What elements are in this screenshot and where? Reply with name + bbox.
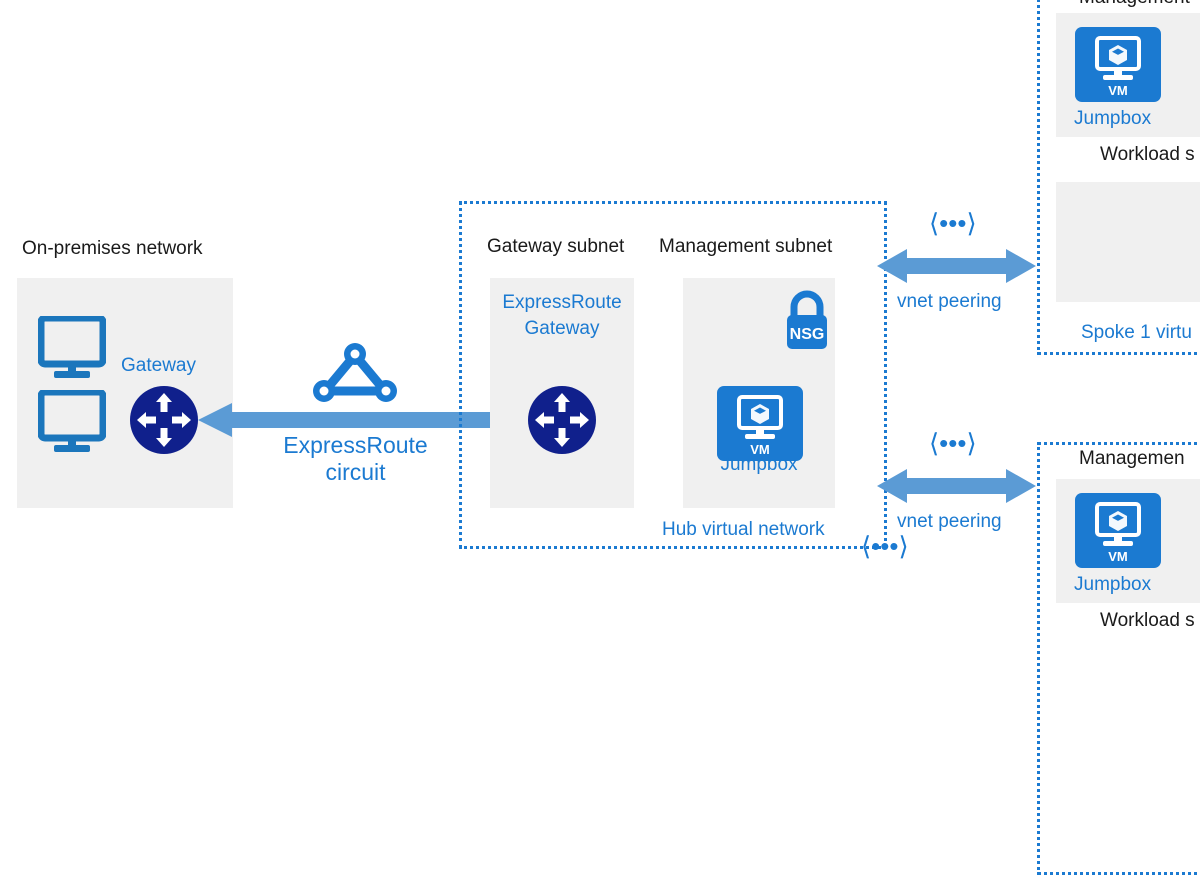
- double-arrow-icon: [877, 468, 1036, 504]
- spoke-1-workload-subnet-box: [1056, 182, 1200, 302]
- hub-virtual-network: [459, 201, 887, 549]
- vnet-peering-label: vnet peering: [897, 511, 1002, 532]
- architecture-diagram: On-premises network Gateway: [17, 0, 1200, 875]
- onprem-title: On-premises network: [22, 238, 203, 259]
- spoke-1-management-subnet-title: Management: [1079, 0, 1190, 9]
- hub-jumpbox-label: Jumpbox: [720, 454, 798, 475]
- peering-icon: ⟨•••⟩: [929, 208, 977, 238]
- hub-virtual-network-label: Hub virtual network: [662, 519, 825, 540]
- router-icon: [527, 385, 597, 455]
- nsg-badge-text: NSG: [790, 326, 825, 343]
- spoke-2-management-subnet-title: Managemen: [1079, 448, 1185, 469]
- lock-icon: NSG: [779, 288, 835, 352]
- vm-badge-text: VM: [1108, 83, 1128, 98]
- onprem-gateway-label: Gateway: [121, 355, 196, 376]
- expressroute-gateway-label-line2: Gateway: [524, 318, 600, 339]
- monitor-icon: [37, 388, 107, 454]
- spoke-1-workload-subnet-title: Workload s: [1100, 144, 1195, 165]
- expressroute-gateway-label-line1: ExpressRoute: [502, 292, 622, 313]
- spoke-2-workload-subnet-title: Workload s: [1100, 610, 1195, 631]
- spoke-1-virtual-network: [1037, 0, 1200, 355]
- vm-badge-text: VM: [750, 442, 770, 457]
- spoke-1-jumpbox-label: Jumpbox: [1074, 108, 1152, 129]
- expressroute-circuit-label-line2: circuit: [325, 459, 386, 485]
- monitor-icon: [37, 314, 107, 380]
- vm-badge-text: VM: [1108, 549, 1128, 564]
- peering-icon: ⟨•••⟩: [861, 531, 909, 561]
- spoke-2-jumpbox-label: Jumpbox: [1074, 574, 1152, 595]
- double-arrow-icon: [877, 248, 1036, 284]
- router-icon: [129, 385, 199, 455]
- expressroute-circuit-icon: [307, 341, 403, 405]
- hub-management-subnet-title: Management subnet: [659, 236, 833, 257]
- expressroute-circuit-arrow: [198, 402, 528, 438]
- vnet-peering-label: vnet peering: [897, 291, 1002, 312]
- vm-icon: VM: [1075, 493, 1161, 568]
- hub-gateway-subnet-title: Gateway subnet: [487, 236, 625, 257]
- vm-icon: VM: [717, 386, 803, 461]
- vm-icon: VM: [1075, 27, 1161, 102]
- spoke-1-virtual-network-label: Spoke 1 virtu: [1081, 322, 1192, 343]
- peering-icon: ⟨•••⟩: [929, 428, 977, 458]
- expressroute-circuit-label-line1: ExpressRoute: [283, 432, 428, 458]
